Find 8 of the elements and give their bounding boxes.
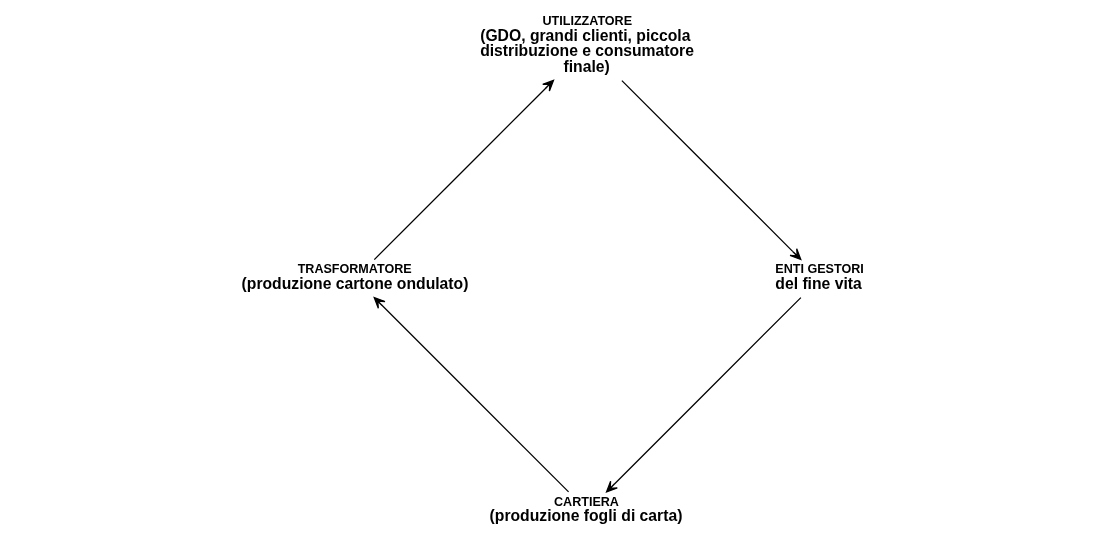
node-text: TRASFORMATORE (produzione cartone ondulato) <box>241 262 469 292</box>
arrow <box>373 79 555 261</box>
arrow <box>621 79 802 261</box>
arrow <box>605 297 802 493</box>
node-text: UTILIZZATORE (GDO, grandi clienti, piccola distribuzione e consumatore finale) <box>480 14 694 75</box>
arrow <box>373 296 570 493</box>
node-text: ENTI GESTORI del fine vita <box>775 262 864 292</box>
node-text: CARTIERA (produzione fogli di carta) <box>489 494 683 524</box>
